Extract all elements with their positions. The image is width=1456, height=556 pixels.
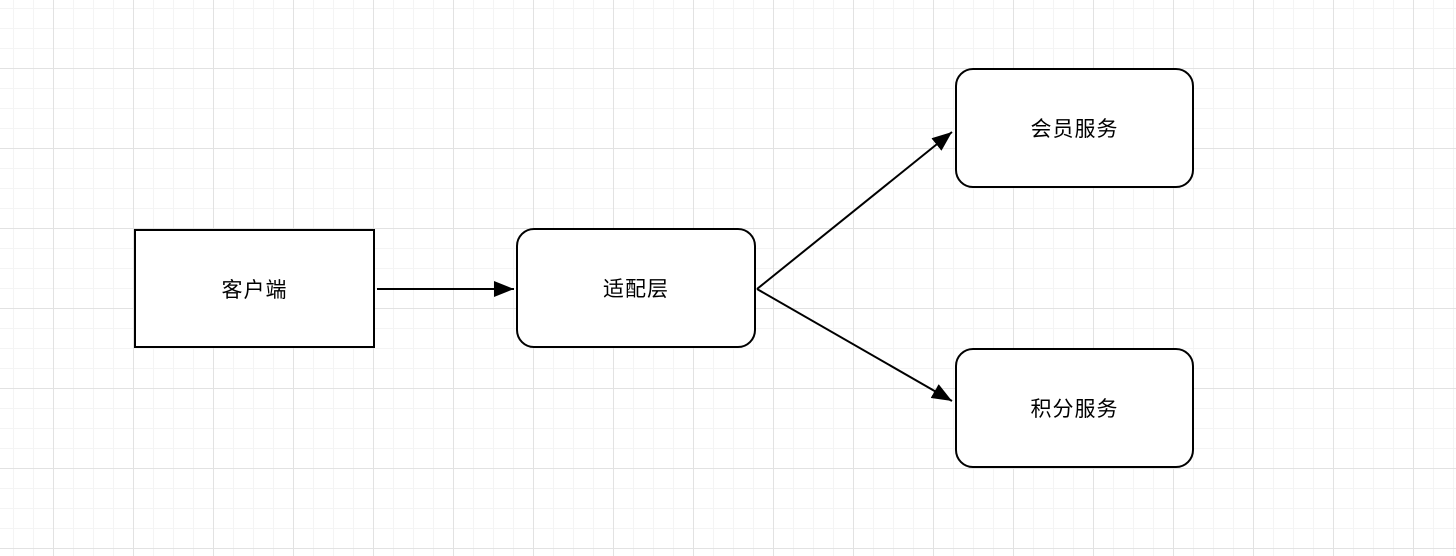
node-adapter-layer-label: 适配层 — [603, 278, 669, 301]
node-member-service[interactable]: 会员服务 — [955, 68, 1194, 188]
node-client[interactable]: 客户端 — [134, 229, 375, 348]
node-points-service-label: 积分服务 — [1030, 398, 1119, 421]
node-adapter-layer[interactable]: 适配层 — [516, 228, 756, 348]
node-client-label: 客户端 — [221, 278, 288, 302]
edge-adapter-to-points-service[interactable] — [756, 288, 953, 402]
node-member-service-label: 会员服务 — [1030, 118, 1119, 141]
edge-adapter-to-member-service[interactable] — [756, 131, 953, 290]
node-points-service[interactable]: 积分服务 — [955, 348, 1194, 468]
